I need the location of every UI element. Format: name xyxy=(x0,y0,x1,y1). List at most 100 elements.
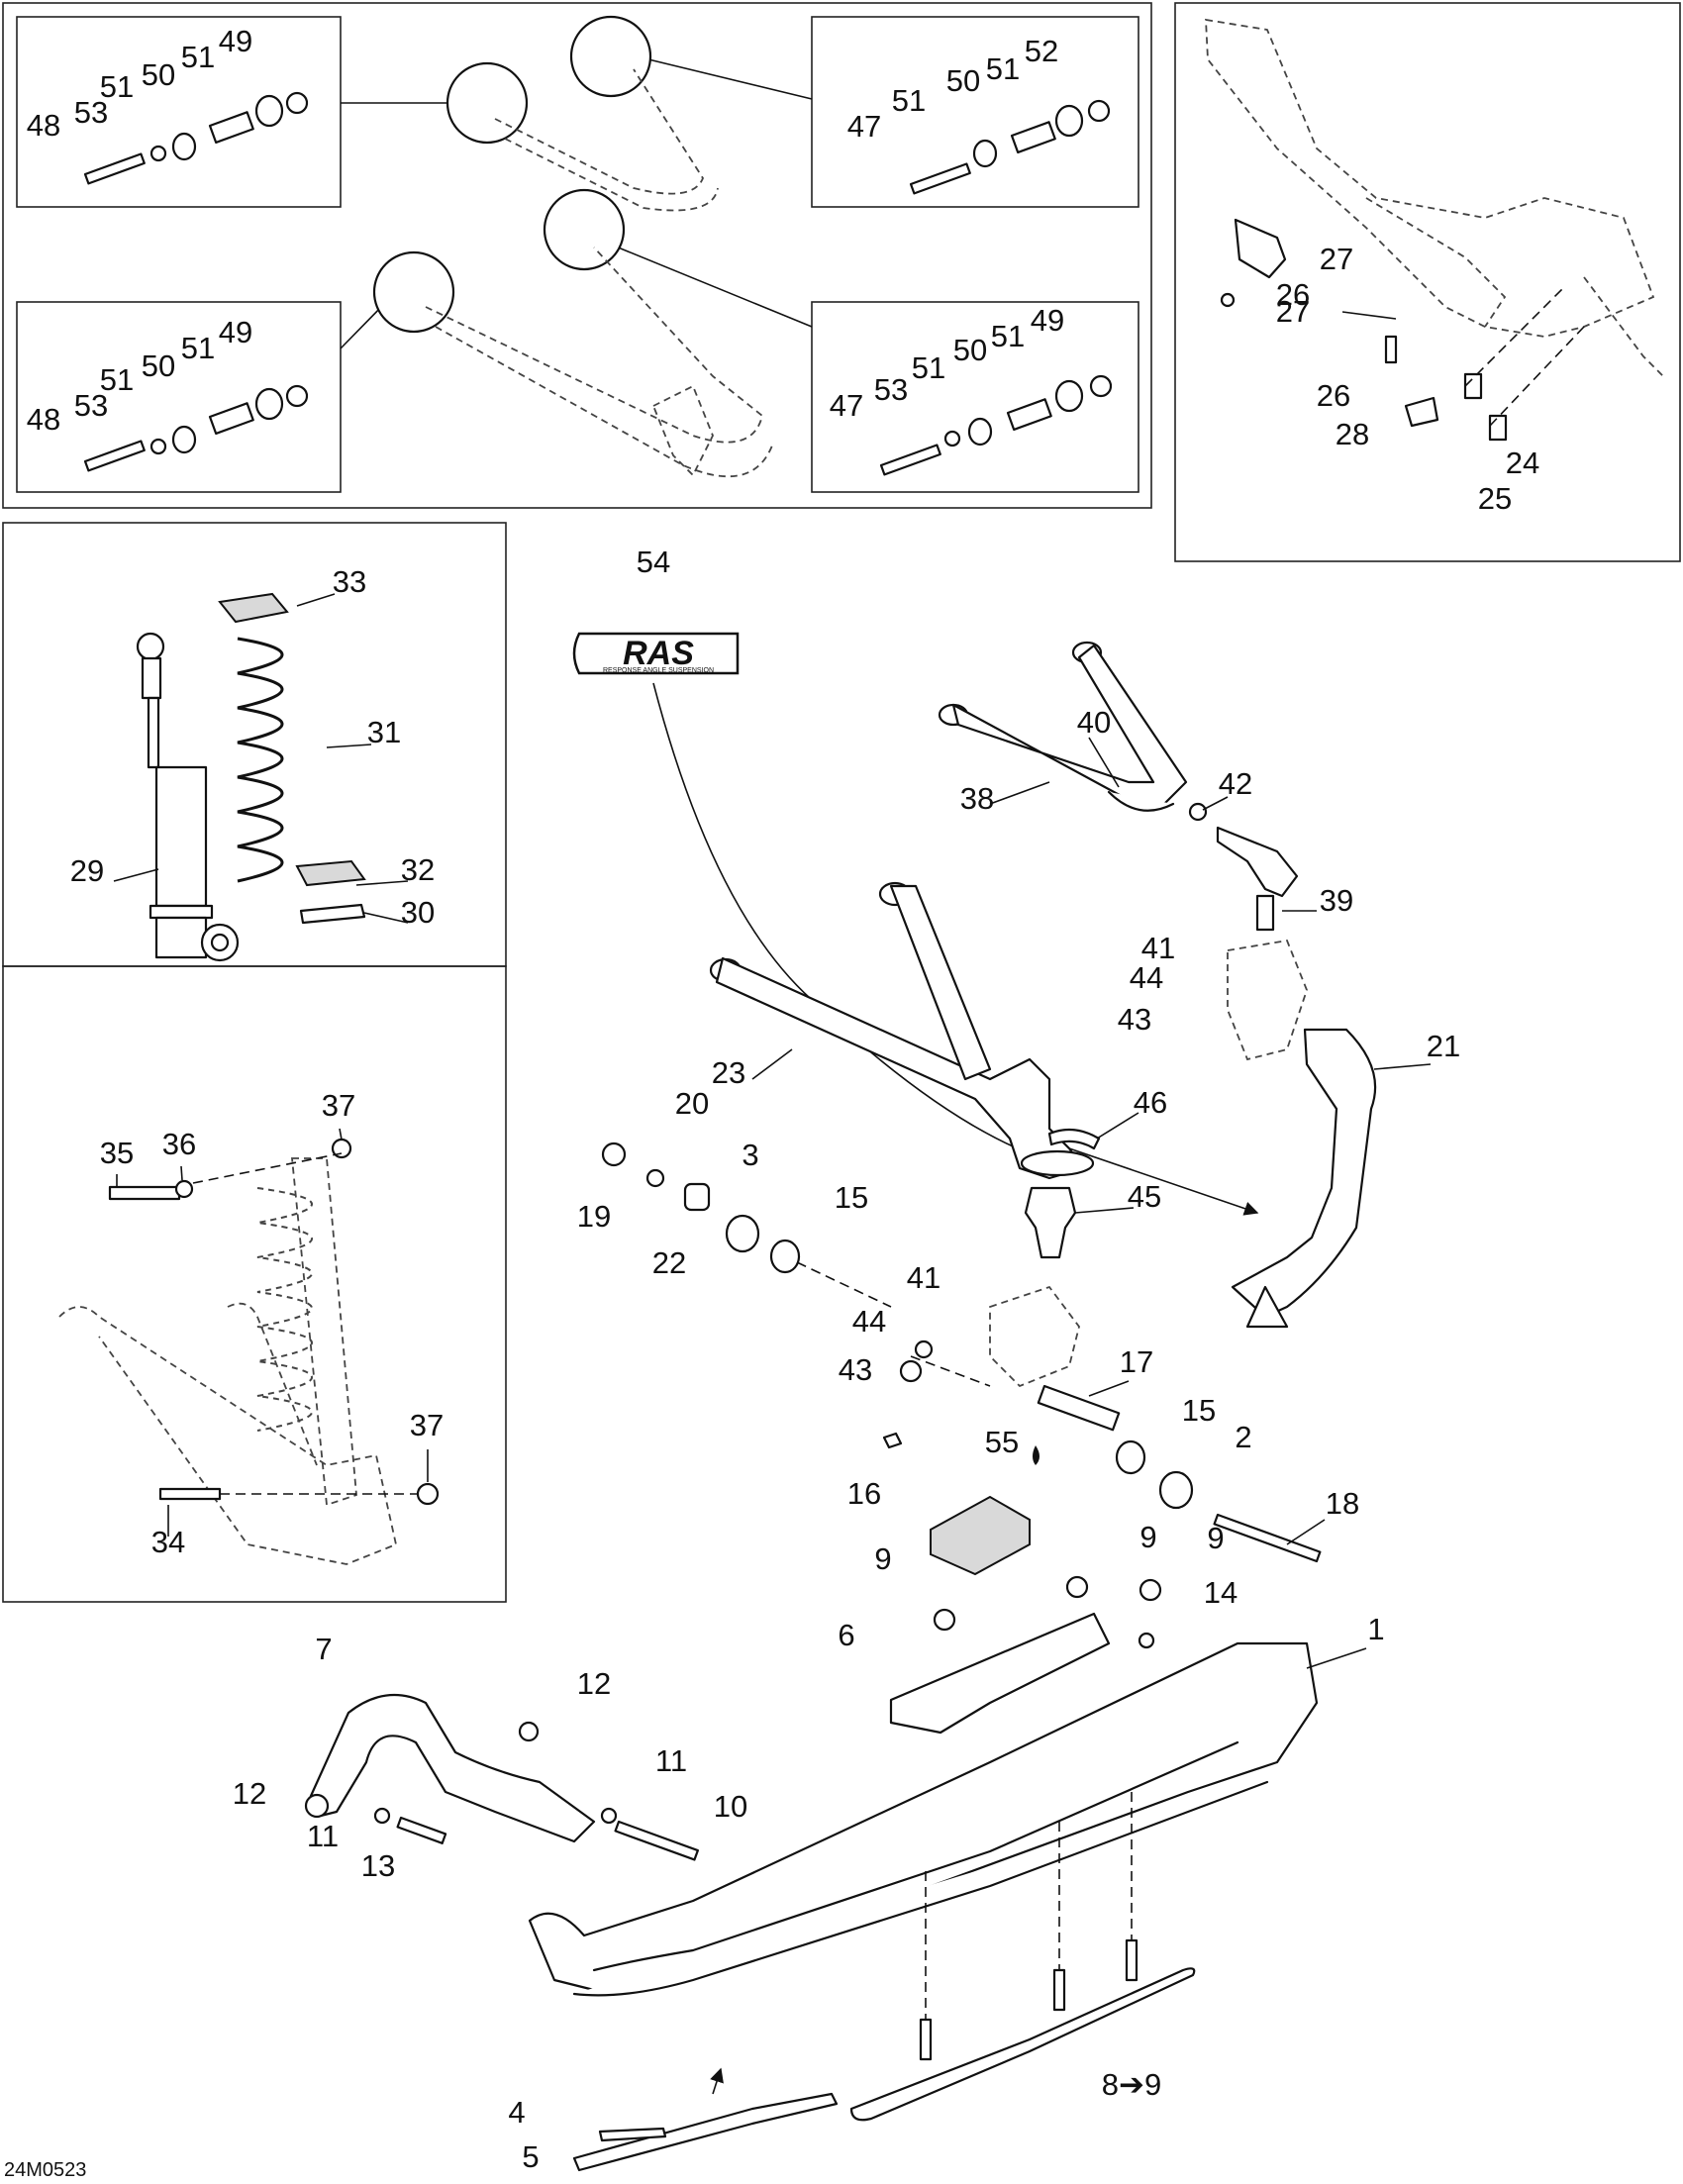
callout-number: 18 xyxy=(1326,1486,1359,1521)
callout-number: 26 xyxy=(1276,277,1310,312)
callout-number: 43 xyxy=(1118,1002,1151,1037)
callout-number: 47 xyxy=(847,109,881,144)
ski-handle xyxy=(309,1693,596,1843)
callout-number: 49 xyxy=(219,315,252,349)
bolt xyxy=(108,1185,181,1201)
callout-number: 52 xyxy=(1025,34,1058,68)
callout-number: 50 xyxy=(953,333,987,367)
logo-text: RAS xyxy=(623,635,694,672)
hardware-set-2 xyxy=(909,99,1111,195)
bumper xyxy=(930,1495,1031,1576)
callout-number: 4 xyxy=(508,2095,525,2130)
shock-body xyxy=(154,765,208,908)
callout-number: 36 xyxy=(162,1127,196,1161)
callout-number: 47 xyxy=(830,388,863,423)
ras-logo: RAS RESPONSE ANGLE SUSPENSION xyxy=(572,632,740,675)
shock-top-eye xyxy=(136,632,165,661)
callout-number: 20 xyxy=(675,1086,709,1121)
callout-number: 9 xyxy=(1207,1521,1224,1555)
callout-number: 49 xyxy=(219,24,252,58)
callout-number: 41 xyxy=(907,1260,940,1295)
callout-number: 35 xyxy=(100,1136,134,1170)
panel-frames xyxy=(2,2,1681,1603)
panel-frame-bracket xyxy=(1174,2,1681,562)
callout-number: 51 xyxy=(892,83,926,118)
callout-number: 37 xyxy=(410,1408,444,1442)
callout-number: 12 xyxy=(233,1776,266,1811)
panel-a-arm-hardware xyxy=(2,2,1152,509)
callout-number: 27 xyxy=(1320,242,1353,276)
callout-number: 27 xyxy=(1276,294,1310,329)
hardware-set-4 xyxy=(879,374,1113,476)
callout-number: 50 xyxy=(142,57,175,92)
callout-number: 7 xyxy=(315,1632,332,1666)
callout-number: 12 xyxy=(577,1666,611,1701)
callout-number: 21 xyxy=(1427,1029,1460,1063)
detail-callout-circle xyxy=(446,61,529,145)
callout-number: 11 xyxy=(655,1743,687,1778)
callout-number: 51 xyxy=(181,331,215,365)
callout-number: 50 xyxy=(142,348,175,383)
callout-number: 48 xyxy=(27,402,60,437)
callout-number: 14 xyxy=(1204,1575,1238,1610)
callout-number: 53 xyxy=(874,372,908,407)
callout-number: 33 xyxy=(333,564,366,599)
shock-installed xyxy=(58,1128,440,1565)
callout-number: 39 xyxy=(1320,883,1353,918)
callout-number: 29 xyxy=(70,853,104,888)
callout-number: 41 xyxy=(1141,931,1175,965)
logo-subtitle: RESPONSE ANGLE SUSPENSION xyxy=(603,667,714,674)
callout-number: 40 xyxy=(1077,705,1111,740)
callout-number: 1 xyxy=(1367,1612,1384,1646)
callout-number: 51 xyxy=(100,69,134,104)
frame-bracket xyxy=(1205,18,1664,442)
panel-shock-installed xyxy=(2,965,507,1603)
callout-number: 42 xyxy=(1219,766,1252,801)
callout-number: 37 xyxy=(322,1088,355,1123)
lubricant-icon xyxy=(1033,1445,1040,1465)
lower-a-arm xyxy=(709,881,1101,1180)
inset-box-lower-left xyxy=(16,301,342,493)
callout-number: 45 xyxy=(1128,1179,1161,1214)
callout-number: 5 xyxy=(522,2139,539,2174)
detail-callout-circle xyxy=(372,250,455,334)
callout-number: 19 xyxy=(577,1199,611,1234)
callout-number: 13 xyxy=(361,1848,395,1883)
inset-box-upper-left xyxy=(16,16,342,208)
callout-number: 9 xyxy=(874,1541,891,1576)
callout-number: 16 xyxy=(847,1476,881,1511)
hardware-set-1 xyxy=(83,91,309,185)
callout-number: 15 xyxy=(835,1180,868,1215)
callout-number: 46 xyxy=(1134,1085,1167,1120)
callout-number: 17 xyxy=(1120,1344,1153,1379)
callout-number: 55 xyxy=(985,1425,1019,1459)
callout-number: 11 xyxy=(307,1819,339,1853)
callout-number: 54 xyxy=(637,545,670,579)
callout-number: 43 xyxy=(839,1352,872,1387)
callout-number: 44 xyxy=(852,1304,886,1339)
upper-a-arm xyxy=(938,641,1299,932)
pin xyxy=(1384,335,1398,364)
callout-number: 34 xyxy=(151,1525,185,1559)
callout-number: 10 xyxy=(714,1789,747,1824)
callout-number: 48 xyxy=(27,108,60,143)
callout-number: 6 xyxy=(838,1618,854,1652)
detail-callout-circle xyxy=(569,15,652,98)
callout-number: 38 xyxy=(960,781,994,816)
callout-number: 22 xyxy=(652,1245,686,1280)
callout-number: 51 xyxy=(986,51,1020,86)
leader-lines xyxy=(710,737,1432,2095)
callout-number: 8➔9 xyxy=(1102,2067,1161,2102)
callout-number: 2 xyxy=(1235,1420,1251,1454)
callout-number: 23 xyxy=(712,1055,745,1090)
callout-number: 50 xyxy=(946,63,980,98)
callout-number: 51 xyxy=(991,319,1025,353)
runner xyxy=(849,1967,1196,2122)
ski-assembly xyxy=(304,1495,1319,2172)
retaining-ring xyxy=(1047,1128,1101,1150)
callout-number: 53 xyxy=(74,388,108,423)
callout-number: 49 xyxy=(1031,303,1064,338)
spring-retainer-bottom xyxy=(295,859,366,887)
ball-joint-lower xyxy=(1024,1186,1077,1259)
callout-number: 9 xyxy=(1139,1520,1156,1554)
